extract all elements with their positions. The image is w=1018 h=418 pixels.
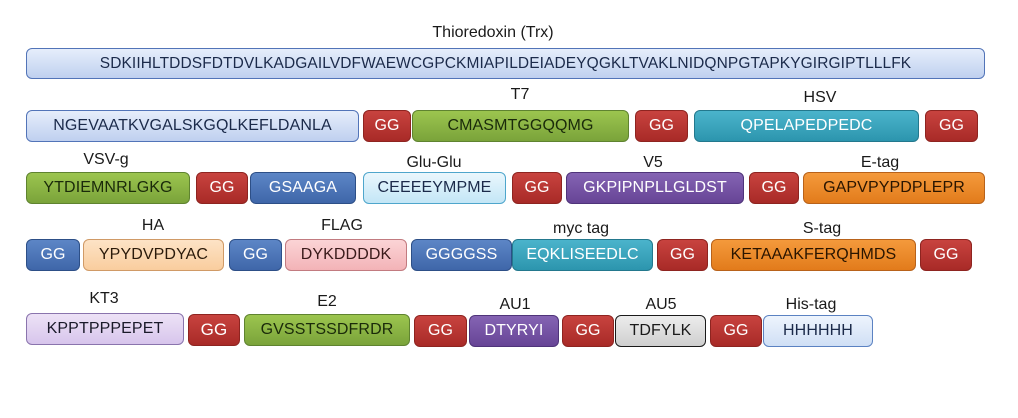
segment-t7: CMASMTGGQQMG — [412, 110, 629, 142]
label-au5: AU5 — [645, 296, 677, 313]
label-ha: HA — [141, 217, 165, 234]
label-e2: E2 — [317, 293, 337, 310]
segment-linker-gg: GG — [635, 110, 688, 142]
label-e-tag: E-tag — [860, 154, 900, 171]
segment-vsv-g: YTDIEMNRLGKG — [26, 172, 190, 204]
segment-flag: DYKDDDDK — [285, 239, 407, 271]
segment-linker-gg: GG — [188, 314, 240, 346]
label-au1: AU1 — [499, 296, 531, 313]
segment-e2: GVSSTSSDFRDR — [244, 314, 410, 346]
segment-gsaaga: GSAAGA — [250, 172, 356, 204]
segment-linker-gg: GG — [196, 172, 248, 204]
label-hsv: HSV — [803, 89, 837, 106]
segment-au1: DTYRYI — [469, 315, 559, 347]
segment-linker-gg: GG — [562, 315, 614, 347]
segment-hsv: QPELAPEDPEDC — [694, 110, 919, 142]
segment-linker-gg: GG — [920, 239, 972, 271]
segment-linker-gg: GG — [710, 315, 762, 347]
label-flag: FLAG — [321, 217, 363, 234]
segment-s-tag: KETAAAKFERQHMDS — [711, 239, 916, 271]
segment-thioredoxin: SDKIIHLTDDSFDTDVLKADGAILVDFWAEWCGPCKMIAP… — [26, 48, 985, 79]
segment-v5: GKPIPNPLLGLDST — [566, 172, 744, 204]
label-v5: V5 — [643, 154, 663, 171]
label-thioredoxin: Thioredoxin (Trx) — [432, 24, 554, 41]
segment-glu-glu: CEEEEYMPME — [363, 172, 506, 204]
label-glu-glu: Glu-Glu — [406, 154, 462, 171]
segment-myc-tag: EQKLISEEDLC — [512, 239, 653, 271]
segment-linker-gg: GG — [512, 172, 562, 204]
segment-ggggss: GGGGSS — [411, 239, 512, 271]
segment-e-tag: GAPVPYPDPLEPR — [803, 172, 985, 204]
segment-linker-gg: GG — [414, 315, 467, 347]
segment-kt3: KPPTPPPEPET — [26, 313, 184, 345]
segment-au5: TDFYLK — [615, 315, 706, 347]
label-myc-tag: myc tag — [552, 220, 610, 237]
segment-ha: YPYDVPDYAC — [83, 239, 224, 271]
segment-linker-gg: GG — [657, 239, 708, 271]
label-t7: T7 — [510, 86, 530, 103]
label-s-tag: S-tag — [802, 220, 842, 237]
segment-linker-gg: GG — [229, 239, 282, 271]
segment-his-tag: HHHHHH — [763, 315, 873, 347]
label-vsv-g: VSV-g — [83, 151, 129, 168]
segment-thioredoxin-cont: NGEVAATKVGALSKGQLKEFLDANLA — [26, 110, 359, 142]
segment-linker-gg: GG — [26, 239, 80, 271]
label-kt3: KT3 — [89, 290, 119, 307]
label-his-tag: His-tag — [785, 296, 837, 313]
segment-linker-gg: GG — [363, 110, 411, 142]
segment-linker-gg: GG — [925, 110, 978, 142]
segment-linker-gg: GG — [749, 172, 799, 204]
